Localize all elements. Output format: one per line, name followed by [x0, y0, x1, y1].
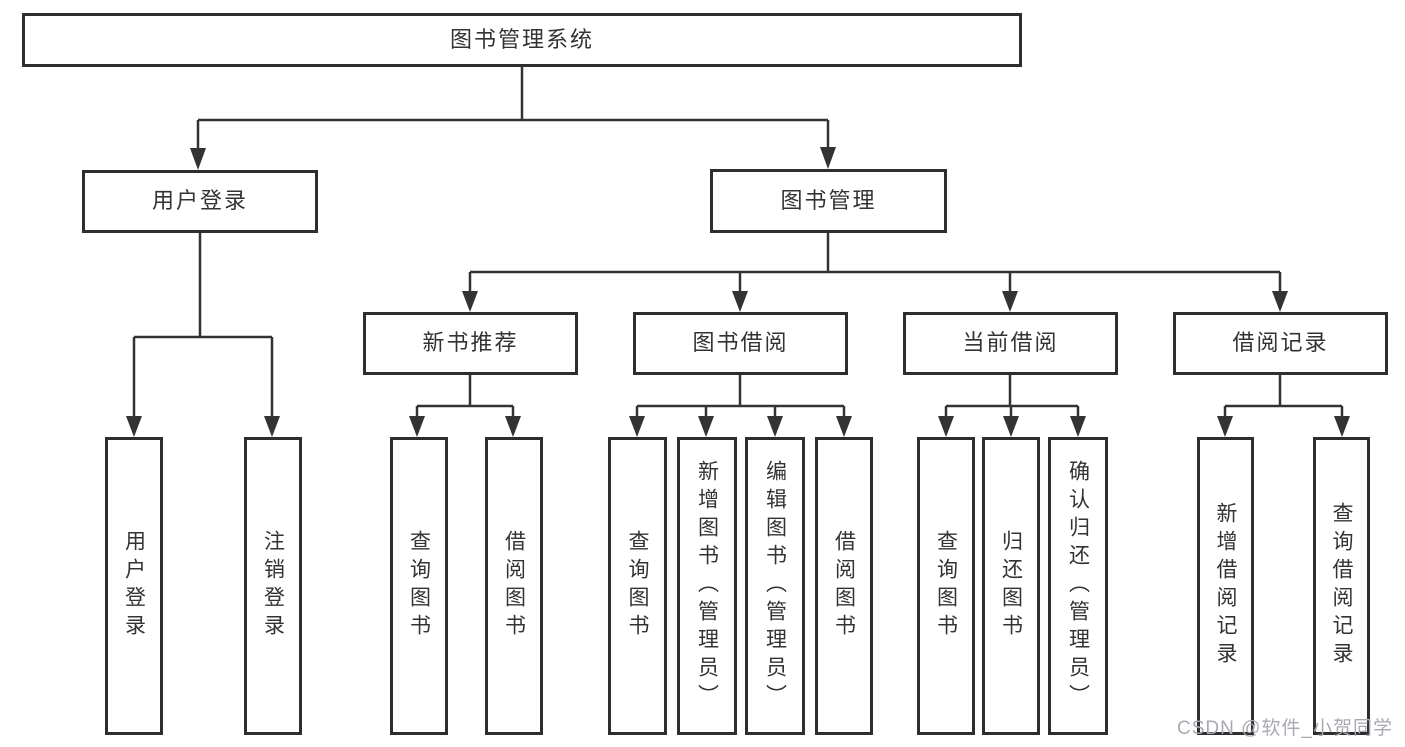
node-label: 图书借阅 — [692, 330, 789, 356]
csdn-watermark: CSDN @软件_小贺同学 — [1177, 718, 1393, 739]
node-borrow-record: 借阅记录 — [1173, 312, 1388, 375]
node-label: 查询借阅记录 — [1330, 502, 1353, 670]
node-book-management: 图书管理 — [710, 169, 947, 233]
node-label: 查询图书 — [407, 530, 431, 642]
node-library-management-system: 图书管理系统 — [22, 13, 1022, 67]
node-label: 用户登录 — [122, 530, 146, 642]
node-label: 借阅图书 — [502, 530, 526, 642]
node-label: 借阅记录 — [1232, 330, 1329, 356]
leaf-edit-book-admin: 编辑图书（管理员） — [745, 437, 805, 735]
leaf-borrow-book: 借阅图书 — [815, 437, 873, 735]
leaf-query-book-current: 查询图书 — [917, 437, 975, 735]
leaf-query-book-recommend: 查询图书 — [390, 437, 448, 735]
node-label: 图书管理 — [780, 187, 877, 213]
node-label: 注销登录 — [261, 530, 285, 642]
leaf-user-login: 用户登录 — [105, 437, 163, 735]
leaf-query-borrow-record: 查询借阅记录 — [1313, 437, 1370, 735]
node-label: 查询图书 — [934, 530, 958, 642]
node-label: 编辑图书（管理员） — [763, 460, 787, 712]
node-label: 查询图书 — [626, 530, 649, 642]
leaf-query-book-borrow: 查询图书 — [608, 437, 667, 735]
leaf-add-book-admin: 新增图书（管理员） — [677, 437, 737, 735]
node-label: 新增借阅记录 — [1214, 502, 1237, 670]
node-current-borrow: 当前借阅 — [903, 312, 1118, 375]
leaf-logout: 注销登录 — [244, 437, 302, 735]
leaf-confirm-return-admin: 确认归还（管理员） — [1048, 437, 1108, 735]
node-user-login: 用户登录 — [82, 170, 318, 233]
node-label: 用户登录 — [151, 188, 248, 214]
node-label: 借阅图书 — [832, 530, 856, 642]
leaf-add-borrow-record: 新增借阅记录 — [1197, 437, 1254, 735]
node-new-book-recommend: 新书推荐 — [363, 312, 578, 375]
leaf-return-book: 归还图书 — [982, 437, 1040, 735]
node-book-borrow: 图书借阅 — [633, 312, 848, 375]
node-label: 图书管理系统 — [449, 26, 594, 52]
node-label: 归还图书 — [999, 530, 1023, 642]
node-label: 确认归还（管理员） — [1066, 460, 1090, 712]
node-label: 新书推荐 — [422, 330, 519, 356]
leaf-borrow-book-recommend: 借阅图书 — [485, 437, 543, 735]
node-label: 当前借阅 — [962, 330, 1059, 356]
node-label: 新增图书（管理员） — [695, 460, 719, 712]
